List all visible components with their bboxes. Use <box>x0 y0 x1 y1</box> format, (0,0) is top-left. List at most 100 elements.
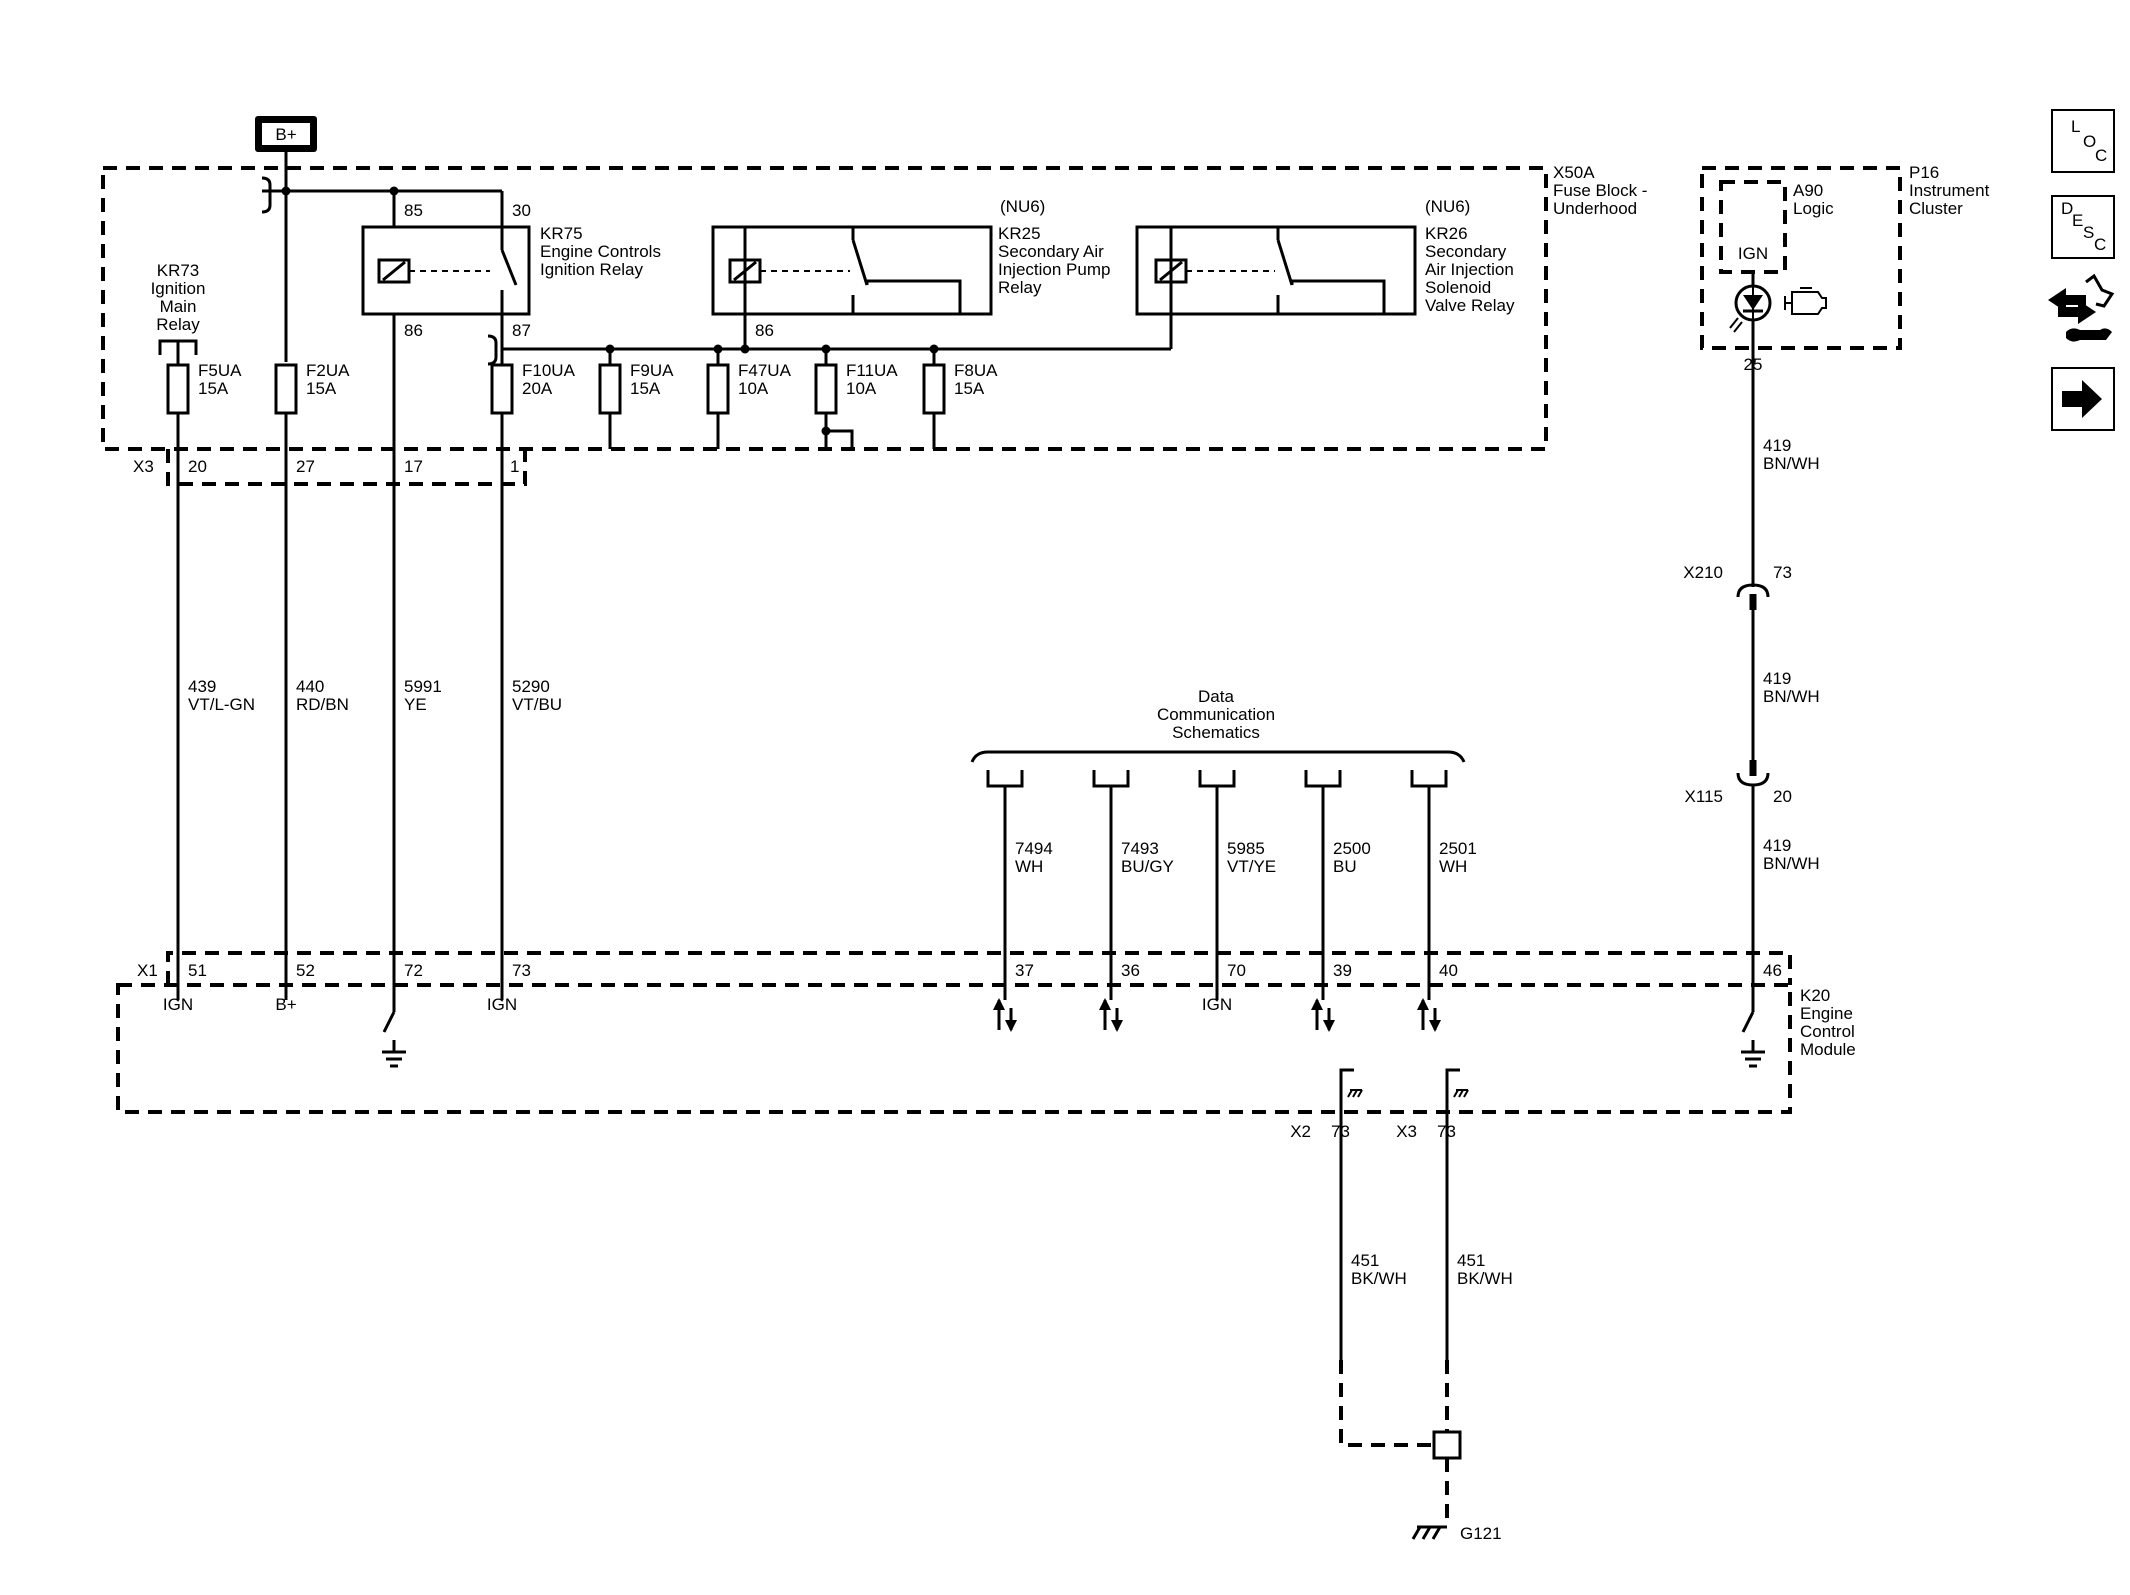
kr26-line4: Valve Relay <box>1425 296 1515 315</box>
fuse-f47ua: F47UA 10A <box>706 349 792 449</box>
ecm-pin-37: 37 <box>1015 961 1034 980</box>
fuse-f2ua: F2UA 15A <box>274 361 350 1000</box>
ecm-line2: Control <box>1800 1022 1855 1041</box>
diagnostic-procedure-icon[interactable] <box>2048 273 2115 342</box>
x115-pin: 20 <box>1773 787 1792 806</box>
description-button[interactable]: D E S C <box>2051 195 2115 259</box>
wire-2500-number: 2500 <box>1333 839 1371 858</box>
ground-conn-x2-pin: 73 <box>1331 1122 1350 1141</box>
ecm-pin-46-ground-switch <box>1741 1000 1755 1052</box>
wire-2501-color: WH <box>1439 857 1467 876</box>
fuse-f47ua-rating: 10A <box>738 379 769 398</box>
ecm-k20-outline <box>116 983 1792 1114</box>
check-engine-lamp-icon <box>1729 284 1827 333</box>
kr25-line2: Injection Pump <box>998 260 1110 279</box>
kr25-option: (NU6) <box>1000 197 1045 216</box>
desc-letter-c: C <box>2094 235 2106 254</box>
wire-7494-color: WH <box>1015 857 1043 876</box>
wire-439-number: 439 <box>188 677 216 696</box>
wire-5985-number: 5985 <box>1227 839 1265 858</box>
fuse-f2ua-rating: 15A <box>306 379 337 398</box>
data-comm-line1: Data <box>1198 687 1234 706</box>
wire-451-color-2: BK/WH <box>1457 1269 1513 1288</box>
ecm-line3: Module <box>1800 1040 1856 1059</box>
kr75-pin-87: 87 <box>512 321 531 340</box>
kr75-id: KR75 <box>540 224 583 243</box>
wire-2500-color: BU <box>1333 857 1357 876</box>
x3-pin-27: 27 <box>296 457 315 476</box>
kr26-option: (NU6) <box>1425 197 1470 216</box>
fuse-f5ua-rating: 15A <box>198 379 229 398</box>
wire-5290-color: VT/BU <box>512 695 562 714</box>
ecm-pin-73: 73 <box>512 961 531 980</box>
ecm-id: K20 <box>1800 986 1830 1005</box>
kr25-id: KR25 <box>998 224 1041 243</box>
wire-440-number: 440 <box>296 677 324 696</box>
x3-pin-17: 17 <box>404 457 423 476</box>
cluster-line2: Cluster <box>1909 199 1963 218</box>
next-page-button[interactable] <box>2051 367 2115 431</box>
location-button[interactable]: L O C <box>2051 109 2115 173</box>
ecm-pin-72-ground-switch <box>382 1000 396 1052</box>
ground-conn-x2-id: X2 <box>1290 1122 1311 1141</box>
kr26-line1: Secondary <box>1425 242 1507 261</box>
fuse-f9ua-rating: 15A <box>630 379 661 398</box>
cluster-ign: IGN <box>1738 244 1768 263</box>
fuse-f47ua-id: F47UA <box>738 361 792 380</box>
ecm-line1: Engine <box>1800 1004 1853 1023</box>
x3-connector-label: X3 <box>133 457 154 476</box>
wire-7494-number: 7494 <box>1015 839 1053 858</box>
x115-id: X115 <box>1685 787 1723 806</box>
wire-451-color-1: BK/WH <box>1351 1269 1407 1288</box>
fuse-f10ua-id: F10UA <box>522 361 576 380</box>
data-comm-bracket <box>970 750 1466 763</box>
ground-conn-x3-id: X3 <box>1396 1122 1417 1141</box>
ecm-x1-label: X1 <box>137 961 158 980</box>
fuse-f8ua-id: F8UA <box>954 361 998 380</box>
ecm-internal-ground-2 <box>1741 1050 1765 1068</box>
x210-pin: 73 <box>1773 563 1792 582</box>
fuse-f5ua: F5UA 15A <box>166 361 242 1000</box>
desc-letter-s: S <box>2083 223 2094 242</box>
kr75-pin-86: 86 <box>404 321 423 340</box>
kr75-line1: Engine Controls <box>540 242 661 261</box>
ecm-pin-39: 39 <box>1333 961 1352 980</box>
arrow-right-icon <box>2062 380 2102 418</box>
x3-connector-outline <box>166 449 527 486</box>
fuse-f10ua: F10UA 20A <box>490 349 576 1000</box>
ecm-pin-73-ign: IGN <box>487 995 517 1014</box>
kr73-line1: Ignition <box>151 279 206 298</box>
kr26-line2: Air Injection <box>1425 260 1514 279</box>
data-comm-line3: Schematics <box>1172 723 1260 742</box>
ecm-x1-connector-outline <box>166 951 1792 985</box>
data-comm-line2: Communication <box>1157 705 1275 724</box>
wire-7493-number: 7493 <box>1121 839 1159 858</box>
wire-7493-color: BU/GY <box>1121 857 1174 876</box>
wire-419-number-3: 419 <box>1763 836 1791 855</box>
fuse-f11ua-id: F11UA <box>846 361 898 380</box>
ecm-pin-51-ign: IGN <box>163 995 193 1014</box>
wire-451-number-2: 451 <box>1457 1251 1485 1270</box>
kr73-line2: Main <box>160 297 197 316</box>
ecm-pin-72: 72 <box>404 961 423 980</box>
x115-inline-connector <box>1736 760 1770 1000</box>
wire-5991-number: 5991 <box>404 677 442 696</box>
wire-440-color: RD/BN <box>296 695 349 714</box>
x3-pin-1: 1 <box>510 457 519 476</box>
wire-5290-number: 5290 <box>512 677 550 696</box>
kr75-pin-30: 30 <box>512 201 531 220</box>
kr75-pin-85: 85 <box>404 201 423 220</box>
ground-splice <box>1432 1430 1462 1460</box>
fuse-block-name-1: Fuse Block - <box>1553 181 1647 200</box>
fuse-f11ua: F11UA 10A <box>814 349 898 449</box>
fuse-block-name-2: Underhood <box>1553 199 1637 218</box>
kr25-line3: Relay <box>998 278 1042 297</box>
fuse-f10ua-rating: 20A <box>522 379 553 398</box>
chassis-ground-g121-icon <box>1411 1525 1447 1540</box>
logic-id: A90 <box>1793 181 1823 200</box>
ecm-ground-x3 <box>1445 1068 1469 1360</box>
fuse-f5ua-id: F5UA <box>198 361 242 380</box>
fuse-f9ua-id: F9UA <box>630 361 674 380</box>
x210-id: X210 <box>1683 563 1723 582</box>
